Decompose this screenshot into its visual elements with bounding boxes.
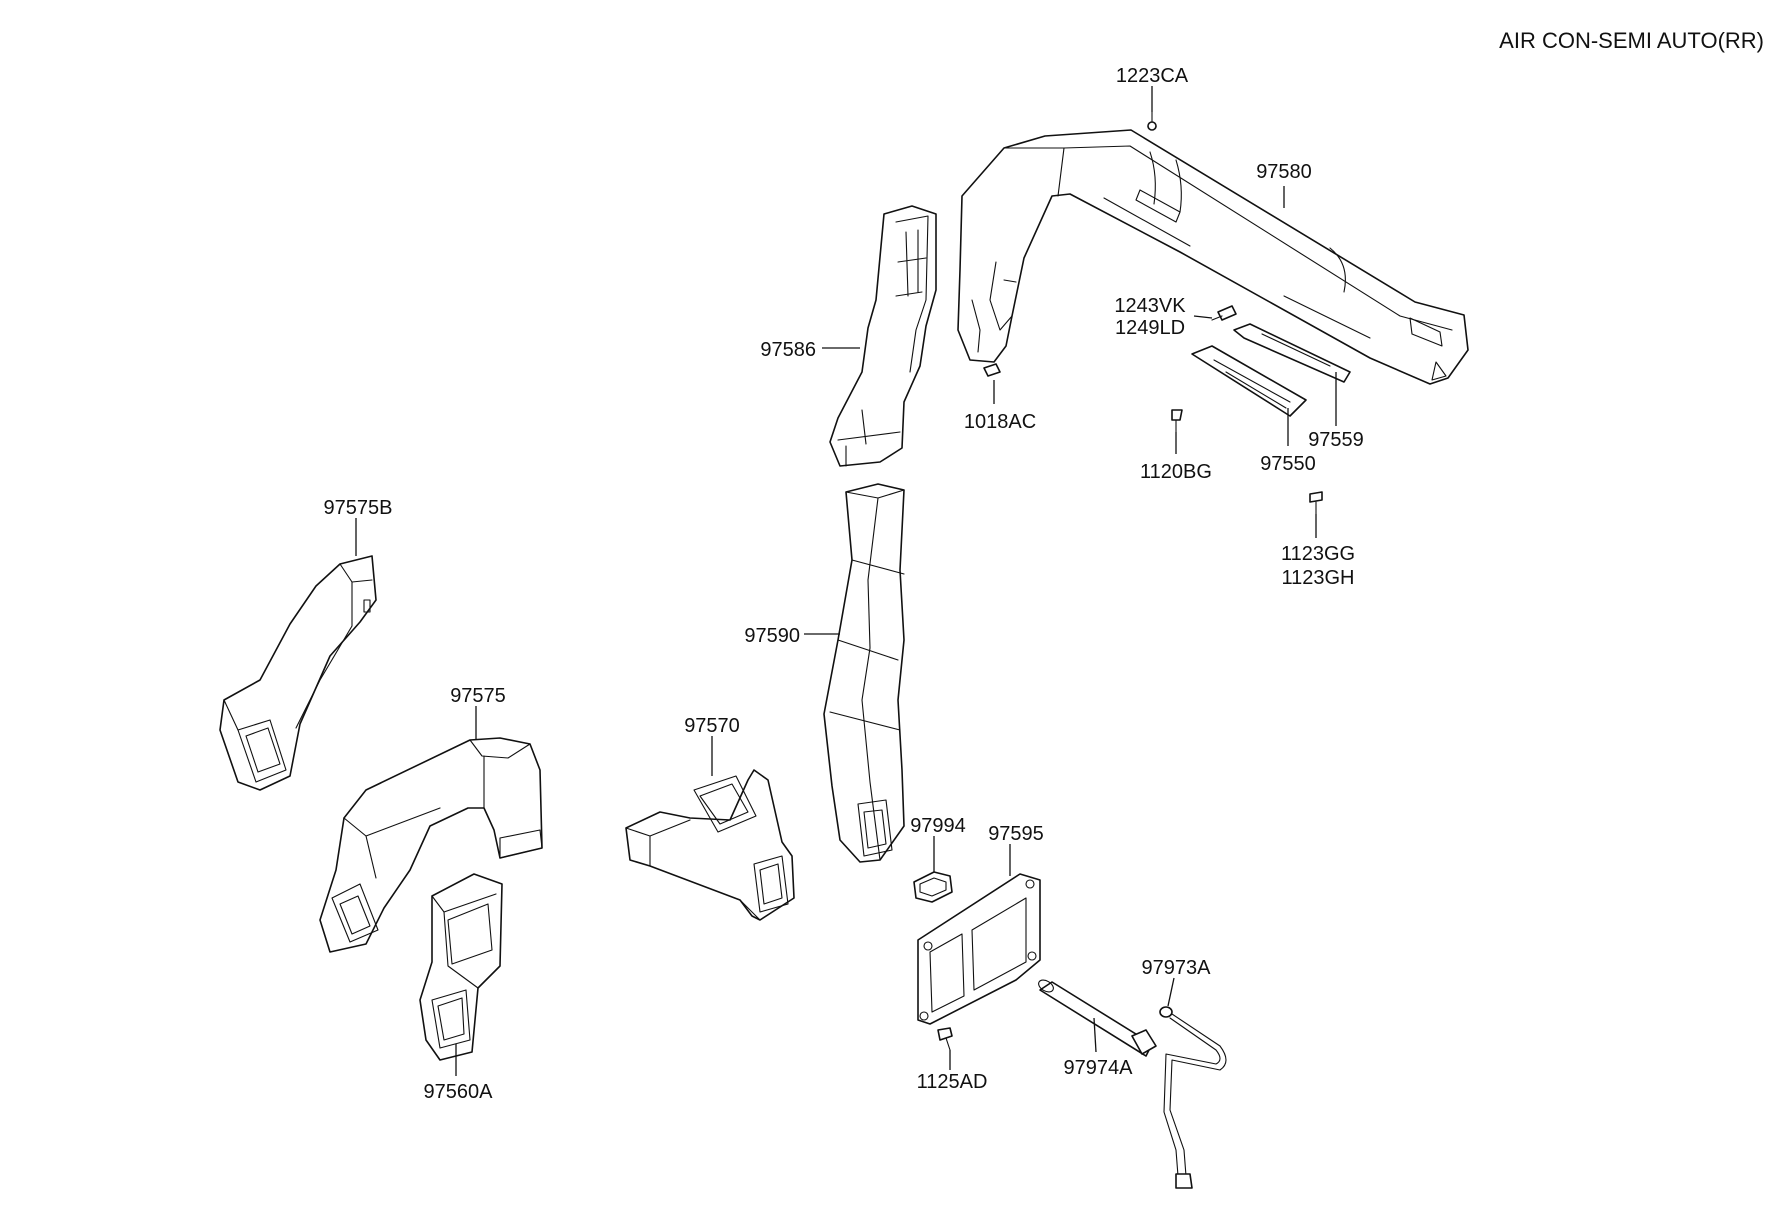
label-97550: 97550	[1260, 453, 1316, 475]
duct-97560A	[419, 873, 503, 1061]
label-97580: 97580	[1256, 161, 1312, 183]
gasket-97595	[917, 873, 1041, 1025]
clip-1018AC	[983, 363, 1001, 377]
duct-97570	[625, 769, 795, 921]
screw-1243VK	[1211, 305, 1237, 321]
label-1018AC: 1018AC	[964, 411, 1036, 433]
label-97560A: 97560A	[424, 1081, 494, 1103]
label-1123GH: 1123GH	[1281, 567, 1354, 589]
duct-97590	[823, 483, 905, 863]
screw-1125AD	[937, 1027, 953, 1051]
label-1223CA: 1223CA	[1116, 65, 1189, 87]
leader-lines	[355, 86, 1337, 1076]
label-97575B: 97575B	[324, 497, 393, 519]
duct-97586	[829, 205, 937, 467]
label-97590: 97590	[744, 625, 800, 647]
vent-grille-97559	[1233, 323, 1351, 383]
label-1120BG: 1120BG	[1140, 461, 1212, 483]
pipe-97973A	[1159, 1006, 1227, 1189]
label-97974A: 97974A	[1064, 1057, 1134, 1079]
label-97973A: 97973A	[1142, 957, 1212, 979]
duct-97575B	[219, 555, 377, 791]
vent-97550	[1191, 345, 1307, 417]
label-97595: 97595	[988, 823, 1044, 845]
clip-1223CA	[1147, 111, 1157, 131]
label-1123GG: 1123GG	[1281, 543, 1355, 565]
label-97570: 97570	[684, 715, 740, 737]
label-97994: 97994	[910, 815, 966, 837]
screw-1123GG	[1309, 491, 1323, 515]
label-1125AD: 1125AD	[917, 1071, 988, 1093]
label-1243VK: 1243VK	[1114, 295, 1186, 317]
label-1249LD: 1249LD	[1115, 317, 1185, 339]
screw-1120BG	[1171, 409, 1183, 433]
duct-97575	[319, 737, 543, 953]
tube-97974A	[1038, 979, 1157, 1057]
label-97586: 97586	[760, 339, 816, 361]
part-labels: 1223CA 97580 1243VK 1249LD 97586 1018AC …	[324, 65, 1364, 1103]
duct-97580	[957, 129, 1469, 385]
label-97559: 97559	[1308, 429, 1364, 451]
diagram-title: AIR CON-SEMI AUTO(RR)	[1499, 28, 1764, 53]
label-97575: 97575	[450, 685, 506, 707]
grommet-97994	[913, 871, 953, 903]
